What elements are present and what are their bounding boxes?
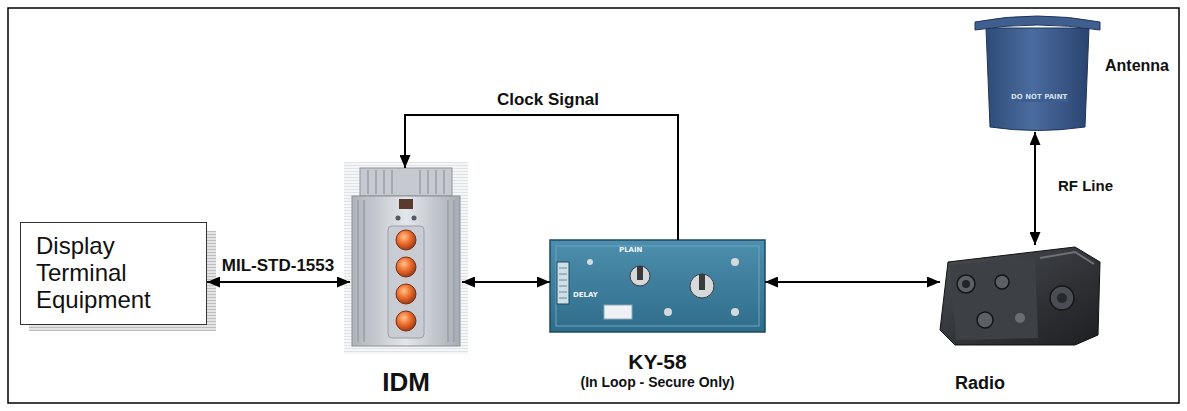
idm-illustration — [344, 162, 468, 354]
signal-label: RF Line — [1056, 176, 1115, 196]
stencil-text: DO NOT PAINT — [1010, 94, 1068, 102]
signal-arrow — [207, 281, 350, 283]
node-title: Display Terminal Equipment — [36, 232, 191, 313]
node-title: IDM — [350, 368, 462, 396]
radio-illustration — [940, 247, 1100, 345]
panel-marking: PLAIN — [618, 247, 643, 255]
radio-unit: Radio — [940, 245, 1100, 345]
signal-label: Clock Signal — [495, 90, 601, 110]
signal-label: MIL-STD-1553 — [220, 256, 336, 276]
ky58-unit: KY-58(In Loop - Secure Only) — [550, 240, 765, 332]
antenna-unit: Antenna — [975, 15, 1100, 132]
node-subtitle: (In Loop - Secure Only) — [550, 374, 765, 391]
signal-arrow — [765, 281, 940, 283]
idm-unit: IDM — [350, 168, 462, 348]
terminal-box: Display Terminal Equipment — [20, 222, 207, 325]
frame-border — [8, 8, 1179, 403]
node-title: Radio — [940, 373, 1020, 394]
signal-arrow — [405, 115, 678, 240]
signal-arrow — [462, 281, 550, 283]
node-title: Antenna — [1105, 56, 1169, 75]
ky58-illustration — [550, 240, 765, 332]
signal-arrow — [1034, 132, 1036, 245]
antenna-illustration — [975, 16, 1100, 131]
node-title: KY-58 — [550, 350, 765, 374]
panel-marking: DELAY — [572, 292, 599, 300]
